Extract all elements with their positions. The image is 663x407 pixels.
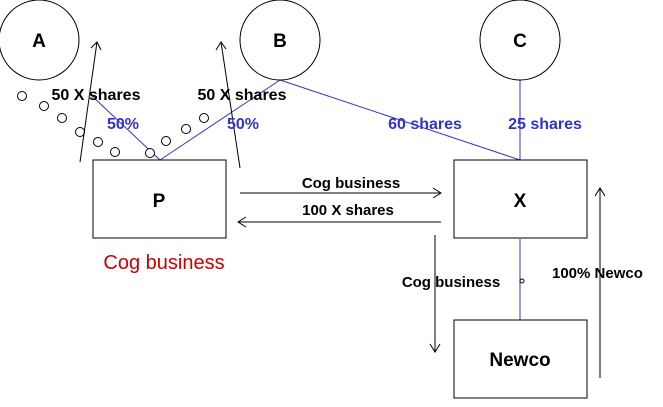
transfer-arrows [79, 41, 606, 378]
x-to-p-label: 100 X shares [302, 202, 394, 219]
newco-to-x-arrowhead-icon [594, 187, 606, 197]
newco-to-x-label: 100% Newco [552, 265, 643, 282]
to-b-arrowhead-icon [215, 41, 227, 51]
shareholder-c: C [479, 0, 561, 81]
company-p-label: P [153, 191, 166, 212]
shareholder-b-label: B [273, 31, 287, 52]
b-pct-label: 50% [227, 116, 259, 133]
shareholder-a-label: A [32, 31, 46, 52]
company-newco-label: Newco [489, 350, 550, 371]
b-to-p-line [159, 79, 281, 161]
company-p: P [92, 159, 227, 239]
x-to-newco-label: Cog business [402, 274, 500, 291]
shareholder-c-label: C [513, 31, 527, 52]
p-asset-label: Cog business [103, 252, 224, 274]
b-shares-label: 50 X shares [198, 87, 287, 104]
to-b-arrow-shaft [220, 41, 241, 169]
x-to-newco-arrowhead-icon [429, 343, 441, 353]
to-a-arrow-shaft [79, 41, 98, 163]
a-shares-label: 50 X shares [52, 87, 141, 104]
b-to-x-line [279, 79, 521, 161]
diagram-labels: 50 X shares 50 X shares 50% 50% 60 share… [52, 87, 643, 291]
company-x: X [453, 159, 588, 239]
shareholder-a: A [0, 0, 80, 81]
b-x-shares-label: 60 shares [388, 116, 462, 133]
share-dots [17, 91, 525, 284]
c-x-shares-label: 25 shares [508, 116, 582, 133]
p-to-x-label: Cog business [302, 175, 400, 192]
x-to-p-arrowhead-icon [237, 216, 247, 228]
shareholder-b: B [239, 0, 321, 81]
to-a-arrowhead-icon [90, 41, 102, 51]
a-pct-label: 50% [107, 116, 139, 133]
company-newco: Newco [453, 319, 588, 399]
p-to-x-arrowhead-icon [432, 187, 442, 199]
company-x-label: X [514, 191, 527, 212]
